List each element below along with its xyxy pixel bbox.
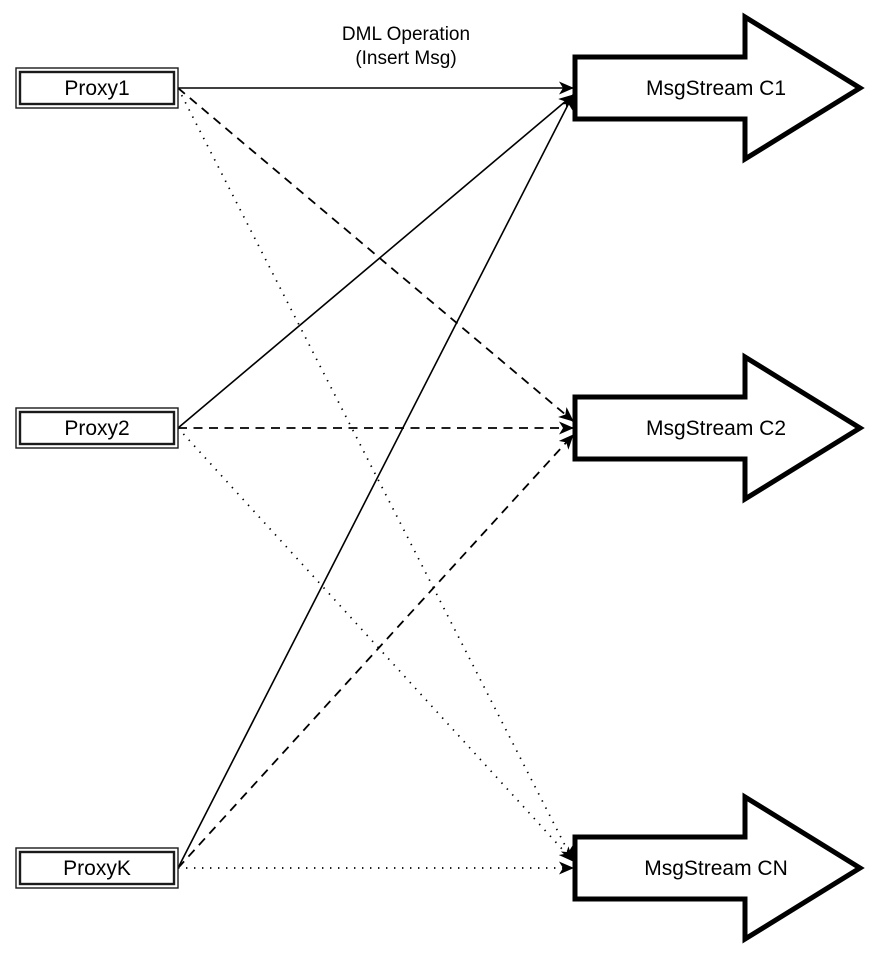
node-proxyk: ProxyK	[15, 847, 179, 889]
edge-proxy2-c1-solid	[177, 94, 574, 429]
stream-label: MsgStream C2	[646, 417, 786, 440]
edge-proxy2-cn-dotted	[177, 427, 574, 862]
stream-label: MsgStream C1	[646, 77, 786, 100]
stream-c2: MsgStream C2	[572, 352, 865, 504]
block-arrow-right-icon	[572, 352, 865, 504]
proxy-label: ProxyK	[63, 857, 131, 880]
diagram-title-line2: (Insert Msg)	[355, 48, 456, 69]
proxy-box-inner	[18, 410, 176, 446]
stream-label: MsgStream CN	[644, 857, 788, 880]
msgstream-layer: MsgStream C1 MsgStream C2 MsgStream CN	[572, 12, 865, 944]
edges-layer	[177, 81, 574, 875]
stream-cn: MsgStream CN	[572, 792, 865, 944]
node-proxy1: Proxy1	[15, 67, 179, 109]
proxy-box-inner	[18, 850, 176, 886]
proxy-label: Proxy1	[64, 77, 129, 100]
proxy-box-inner	[18, 70, 176, 106]
block-arrow-right-icon	[572, 792, 865, 944]
node-proxy2: Proxy2	[15, 407, 179, 449]
diagram-title-line1: DML Operation	[342, 24, 470, 45]
edge-proxyk-c1-solid	[177, 94, 574, 869]
edge-proxy1-c2-dashed	[177, 87, 574, 422]
edge-proxyk-c2-dashed	[177, 434, 574, 869]
proxy-label: Proxy2	[64, 417, 129, 440]
stream-c1: MsgStream C1	[572, 12, 865, 164]
block-arrow-right-icon	[572, 12, 865, 164]
edge-proxy1-cn-dotted	[177, 87, 574, 862]
